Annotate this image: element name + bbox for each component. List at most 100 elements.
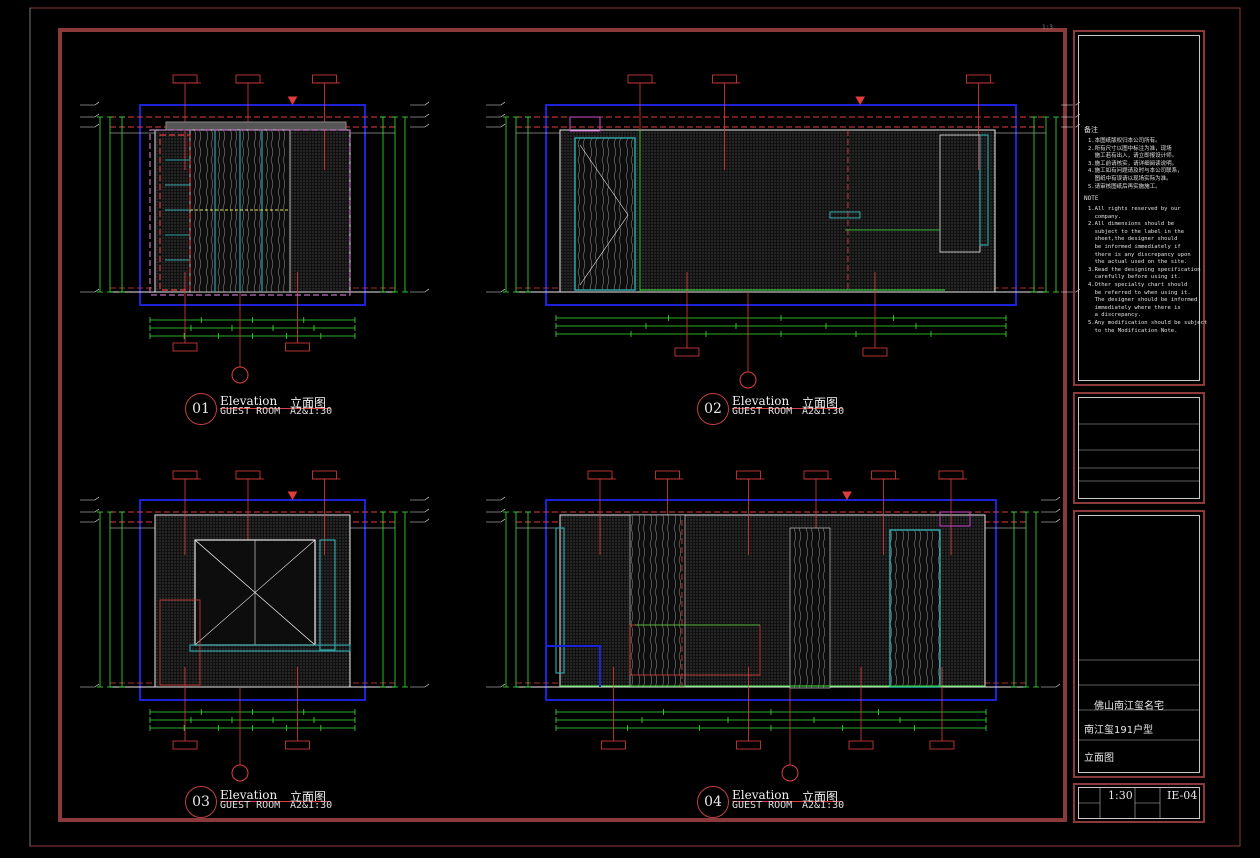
elevation-04-callout-tag-top bbox=[655, 470, 680, 480]
elevation-04-callout-tag-top bbox=[803, 470, 829, 480]
elevation-03-underline bbox=[220, 801, 330, 802]
elevation-01-level-marker-right bbox=[410, 101, 430, 106]
elevation-01-title-en: Elevation bbox=[220, 394, 278, 408]
elevation-02-socket-box bbox=[829, 211, 861, 219]
elevation-04-wall-step bbox=[546, 645, 601, 687]
elevation-01-ceiling-symbol bbox=[287, 96, 298, 106]
elevation-03-section-marker bbox=[231, 764, 249, 782]
scale-value: 1:30 bbox=[1108, 789, 1133, 802]
elevation-04-callout-tag-top bbox=[871, 470, 896, 480]
elevation-04-callout-tag-top bbox=[938, 470, 964, 480]
elevation-02-callout-tag-top bbox=[966, 74, 991, 84]
elevation-04-ac-unit bbox=[939, 511, 971, 527]
elevation-03-callout-tag-bottom bbox=[172, 740, 198, 750]
elevation-04-wood-panel-1 bbox=[629, 514, 686, 688]
elevation-01-callout-tag-bottom bbox=[285, 342, 310, 352]
elevation-03-level-marker-right bbox=[410, 508, 430, 513]
elevation-01-number: 01 bbox=[185, 393, 217, 425]
sheet-number-panel-inner bbox=[1078, 787, 1200, 819]
notes-heading-cn: 备注 bbox=[1084, 126, 1098, 134]
elevation-02-wall-outline bbox=[545, 104, 1017, 306]
elevation-04-callout-tag-bottom bbox=[929, 740, 955, 750]
elevation-02-level-marker-left bbox=[486, 113, 506, 118]
elevation-01-level-marker-left bbox=[80, 288, 100, 293]
elevation-03-number: 03 bbox=[185, 786, 217, 818]
drawing-frame bbox=[58, 28, 1067, 822]
elevation-04-level-marker-right bbox=[1041, 683, 1061, 688]
elevation-03-curtain bbox=[319, 539, 336, 651]
elevation-04-ceiling-symbol bbox=[842, 491, 852, 501]
elevation-04-wood-panel-2 bbox=[789, 527, 831, 689]
elevation-03-title-en: Elevation bbox=[220, 788, 278, 802]
elevation-04-callout-tag-bottom bbox=[736, 740, 761, 750]
elevation-04-level-marker-right bbox=[1041, 496, 1061, 501]
elevation-04-callout-tag-bottom bbox=[848, 740, 874, 750]
elevation-04-level-marker-left bbox=[486, 518, 506, 523]
elevation-01-clear-outline bbox=[149, 129, 351, 296]
elevation-01-level-marker-left bbox=[80, 113, 100, 118]
company-panel-inner bbox=[1078, 397, 1200, 499]
elevation-02-callout-tag-bottom bbox=[862, 347, 888, 357]
elevation-02-ac-unit bbox=[569, 116, 601, 132]
elevation-03-callout-tag-bottom bbox=[285, 740, 310, 750]
sheet-index: 1:3 bbox=[1042, 24, 1053, 31]
elevation-04-callout-tag-bottom bbox=[601, 740, 626, 750]
notes-heading-en: NOTE bbox=[1084, 195, 1099, 202]
elevation-03-level-marker-left bbox=[80, 496, 100, 501]
company-panel bbox=[1073, 392, 1205, 504]
elevation-03-level-marker-right bbox=[410, 518, 430, 523]
notes-text-en: 1.All rights reserved by our company. 2.… bbox=[1088, 206, 1208, 334]
elevation-02-callout-tag-bottom bbox=[674, 347, 700, 357]
elevation-01-title-cn: 立面图 bbox=[290, 396, 327, 410]
elevation-01-room: GUEST ROOM bbox=[220, 406, 281, 417]
elevation-04-number: 04 bbox=[697, 786, 729, 818]
elevation-01-level-marker-right bbox=[410, 288, 430, 293]
elevation-01-curtain-box bbox=[165, 121, 347, 131]
project-panel-inner bbox=[1078, 515, 1200, 773]
elevation-02-ceiling-symbol bbox=[855, 96, 866, 106]
elevation-02-callout-tag-top bbox=[712, 74, 737, 84]
elevation-03-room: GUEST ROOM bbox=[220, 800, 281, 811]
elevation-04-door bbox=[889, 529, 941, 688]
elevation-04-scale: A2&1:30 bbox=[802, 800, 845, 811]
elevation-01-scale: A2&1:30 bbox=[290, 406, 333, 417]
elevation-02-title-en: Elevation bbox=[732, 394, 790, 408]
elevation-04-level-marker-right bbox=[1041, 508, 1061, 513]
elevation-01-section-marker bbox=[231, 366, 249, 384]
elevation-01-level-marker-right bbox=[410, 113, 430, 118]
elevation-02-number: 02 bbox=[697, 393, 729, 425]
elevation-02-scale: A2&1:30 bbox=[802, 406, 845, 417]
elevation-04-title-en: Elevation bbox=[732, 788, 790, 802]
elevation-02-window-frame bbox=[979, 134, 989, 246]
elevation-02-level-marker-left bbox=[486, 288, 506, 293]
elevation-04-section-marker bbox=[781, 764, 799, 782]
elevation-04-level-marker-left bbox=[486, 508, 506, 513]
elevation-01-callout-tag-top bbox=[312, 74, 337, 84]
drawing-name: 立面图 bbox=[1084, 753, 1114, 764]
elevation-01-shelf-unit bbox=[159, 134, 191, 291]
elevation-04-level-marker-left bbox=[486, 683, 506, 688]
project-name: 佛山南江玺名宅 bbox=[1094, 701, 1164, 712]
elevation-03-wall-outline bbox=[139, 499, 366, 701]
elevation-04-title-cn: 立面图 bbox=[802, 790, 839, 804]
elevation-03-level-marker-right bbox=[410, 496, 430, 501]
elevation-04-underline bbox=[732, 801, 842, 802]
elevation-02-underline bbox=[732, 408, 842, 409]
elevation-03-level-marker-left bbox=[80, 518, 100, 523]
drawing-number: IE-04 bbox=[1167, 789, 1198, 802]
notes-panel bbox=[1073, 30, 1205, 386]
elevation-04-room: GUEST ROOM bbox=[732, 800, 793, 811]
elevation-01-wall-outline bbox=[139, 104, 366, 306]
sheet-number-panel bbox=[1073, 783, 1205, 823]
elevation-02-title-cn: 立面图 bbox=[802, 396, 839, 410]
elevation-01-level-marker-left bbox=[80, 123, 100, 128]
elevation-04-window-edge bbox=[555, 527, 565, 674]
elevation-03-level-marker-left bbox=[80, 683, 100, 688]
elevation-01-callout-tag-top bbox=[235, 74, 261, 84]
notes-text-cn: 1.本图纸版权归本公司所有。 2.所有尺寸以图中标注为准，现场 施工若有出入，请… bbox=[1088, 138, 1183, 190]
elevation-02-level-marker-left bbox=[486, 101, 506, 106]
elevation-03-scale: A2&1:30 bbox=[290, 800, 333, 811]
elevation-03-bed-head bbox=[159, 599, 201, 686]
